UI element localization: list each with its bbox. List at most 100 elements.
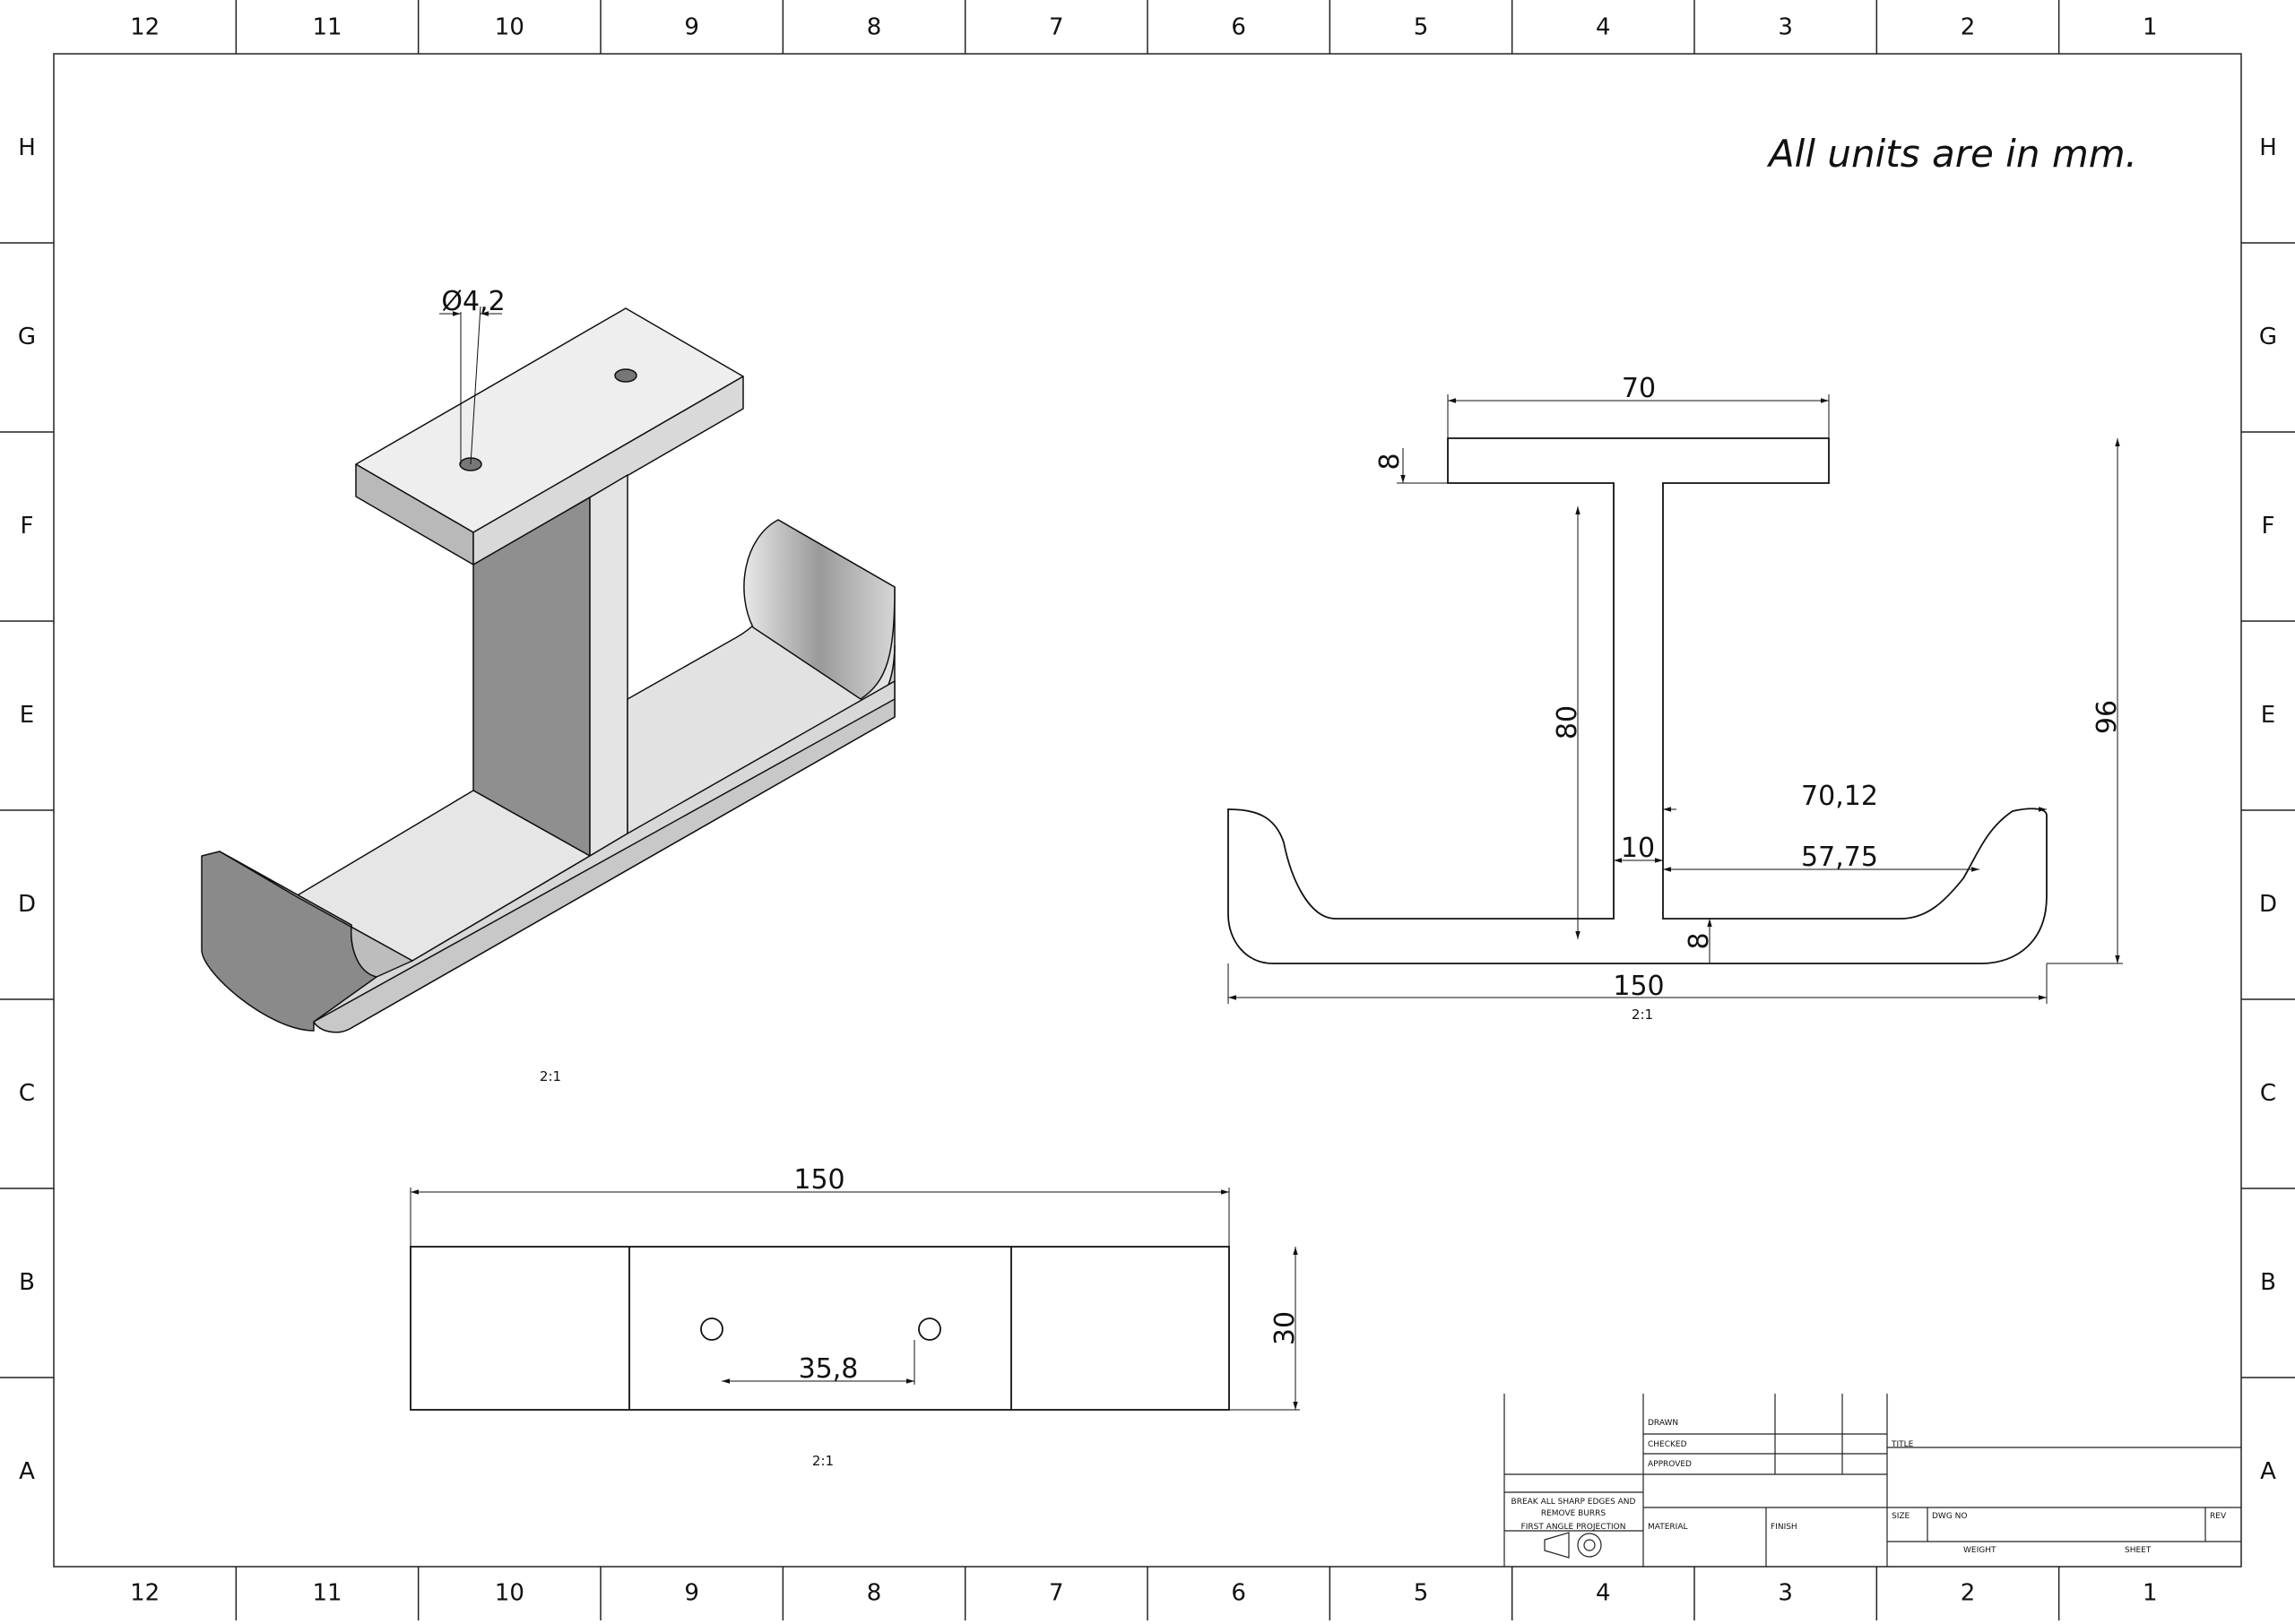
column-label-bottom: 4 [1596,1580,1611,1607]
tb-dwg-no: DWG NO [1932,1512,1967,1521]
column-label-top: 1 [2143,14,2158,41]
dim-hole-spacing: 35,8 [799,1353,859,1385]
top-view [410,1246,1230,1411]
row-label-right: F [2262,513,2275,540]
top-hole-1 [700,1317,723,1341]
column-label-top: 5 [1414,14,1429,41]
front-view [1227,437,2048,964]
tb-weight: WEIGHT [1963,1546,1996,1555]
tb-size: SIZE [1892,1512,1910,1521]
tb-note-2: REMOVE BURRS [1541,1509,1606,1518]
hole-diameter-label: Ø4,2 [441,286,505,317]
tb-material: MATERIAL [1648,1523,1688,1532]
isometric-view [201,306,896,1033]
dim-total-width: 150 [1613,971,1664,1002]
tb-approved: APPROVED [1648,1460,1692,1469]
row-label-left: C [19,1080,35,1107]
column-label-bottom: 6 [1231,1580,1246,1607]
front-profile-outline [1227,437,2048,964]
dim-inner-width: 57,75 [1801,842,1878,873]
web-edge-face [589,474,628,857]
column-label-bottom: 5 [1414,1580,1429,1607]
column-label-bottom: 12 [130,1580,160,1607]
column-label-bottom: 10 [495,1580,524,1607]
column-label-bottom: 7 [1049,1580,1064,1607]
row-label-right: H [2259,134,2277,161]
right-hook-curve [743,519,896,700]
projection-cone-icon [1544,1532,1570,1559]
row-labels-left: H G F E D C B A [18,134,36,1485]
column-label-top: 10 [495,14,524,41]
tb-checked: CHECKED [1648,1440,1687,1449]
top-scale-label: 2:1 [812,1453,834,1469]
dim-web-thick: 10 [1621,833,1655,864]
top-view-dimensions [410,1188,1300,1411]
tb-finish: FINISH [1771,1523,1797,1532]
row-label-left: A [19,1458,35,1485]
dim-length: 150 [793,1164,844,1196]
column-label-top: 7 [1049,14,1064,41]
tb-rev: REV [2210,1512,2227,1521]
column-ticks [235,0,2060,1620]
row-label-right: E [2261,702,2275,729]
column-label-top: 11 [312,14,342,41]
row-label-right: G [2259,324,2277,350]
dim-width: 30 [1269,1311,1301,1345]
projection-circle-inner-icon [1583,1539,1596,1551]
top-hole-2 [918,1317,941,1341]
row-label-right: A [2260,1458,2276,1485]
front-scale-label: 2:1 [1632,1006,1653,1023]
row-label-left: F [21,513,34,540]
tb-projection: FIRST ANGLE PROJECTION [1521,1523,1626,1532]
column-labels-top: 12 11 10 9 8 7 6 5 4 3 2 1 [130,14,2157,41]
row-label-right: B [2260,1269,2276,1296]
column-label-top: 9 [684,14,699,41]
left-hook-inner [219,851,413,978]
column-label-top: 8 [867,14,882,41]
tb-sheet: SHEET [2125,1546,2152,1555]
iso-scale-label: 2:1 [540,1068,561,1084]
row-label-left: H [18,134,36,161]
row-ticks [0,242,2295,1378]
inner-border [53,53,2242,1568]
title-block-text: DRAWN CHECKED APPROVED TITLE BREAK ALL S… [1511,1419,2227,1555]
hole-leader-1 [470,306,481,465]
dim-top-width: 70 [1622,373,1656,404]
column-label-top: 2 [1961,14,1976,41]
column-label-top: 4 [1596,14,1611,41]
units-note: All units are in mm. [1766,132,2137,176]
top-plate-side-face [472,376,744,566]
row-label-left: E [20,702,34,729]
row-label-left: B [19,1269,35,1296]
column-label-bottom: 9 [684,1580,699,1607]
dim-arm-depth: 70,12 [1801,781,1878,812]
column-label-bottom: 8 [867,1580,882,1607]
tb-drawn: DRAWN [1648,1419,1678,1428]
column-label-bottom: 11 [312,1580,342,1607]
tb-title: TITLE [1891,1440,1914,1449]
top-view-outline [410,1246,1230,1411]
mount-hole-2 [614,368,637,383]
dim-web-height: 80 [1552,705,1583,739]
title-block [1503,1394,2241,1567]
column-label-top: 6 [1231,14,1246,41]
tb-note-1: BREAK ALL SHARP EDGES AND [1511,1498,1636,1507]
dim-total-height: 96 [2091,700,2123,734]
column-label-bottom: 2 [1961,1580,1976,1607]
dim-base-thick: 8 [1684,932,1715,949]
row-label-left: D [18,891,36,918]
column-label-top: 3 [1778,14,1793,41]
row-label-right: C [2260,1080,2276,1107]
projection-circle-icon [1577,1533,1602,1558]
column-label-bottom: 1 [2143,1580,2158,1607]
base-bottom-edge [313,698,896,1033]
row-label-left: G [18,324,36,350]
column-label-top: 12 [130,14,160,41]
front-view-dimensions [1227,394,2123,1004]
dim-top-thick: 8 [1374,453,1406,470]
